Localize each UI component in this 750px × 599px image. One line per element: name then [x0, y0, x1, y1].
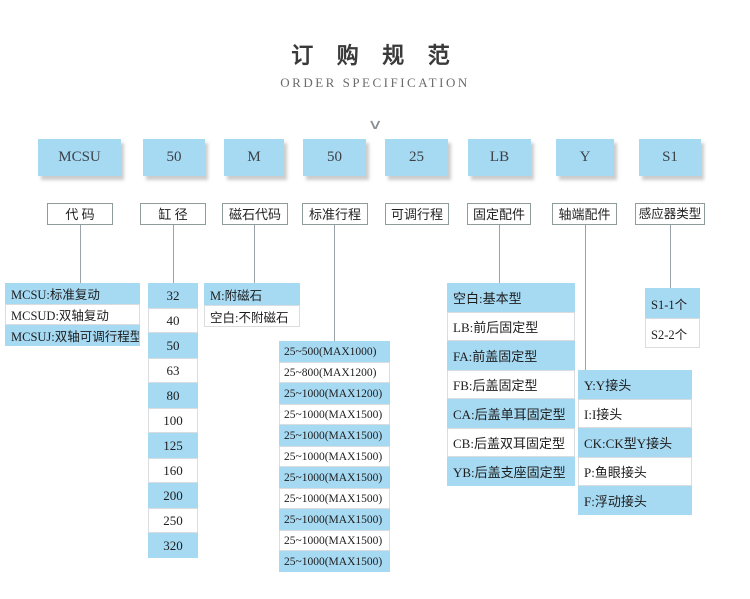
model-box-series: MCSU: [38, 139, 121, 176]
list-item: 32: [148, 283, 198, 308]
option-list-magnet: M:附磁石 空白:不附磁石: [204, 283, 300, 327]
list-item: 25~800(MAX1200): [279, 362, 390, 383]
list-item: F:浮动接头: [578, 486, 692, 515]
list-item: 320: [148, 533, 198, 558]
field-label-code: 代 码: [47, 203, 113, 225]
list-item: 125: [148, 433, 198, 458]
option-list-code: MCSU:标准复动 MCSUD:双轴复动 MCSUJ:双轴可调行程型: [5, 283, 140, 346]
model-box-shaft: Y: [556, 139, 614, 176]
list-item: 25~500(MAX1000): [279, 341, 390, 362]
list-item: 50: [148, 333, 198, 358]
field-label-magnet: 磁石代码: [222, 203, 288, 225]
list-item: Y:Y接头: [578, 370, 692, 399]
model-box-adjust: 25: [385, 139, 448, 176]
list-item: YB:后盖支座固定型: [447, 457, 575, 486]
list-item: MCSUJ:双轴可调行程型: [5, 325, 140, 346]
list-item: MCSU:标准复动: [5, 283, 140, 304]
field-label-stroke: 标准行程: [302, 203, 368, 225]
list-item: 80: [148, 383, 198, 408]
list-item: 25~1000(MAX1500): [279, 404, 390, 425]
connector-line: [585, 225, 586, 370]
connector-line: [254, 225, 255, 283]
page-title: 订 购 规 范: [291, 43, 459, 68]
chevron-wrap: ∨: [0, 100, 750, 134]
model-box-mount: LB: [468, 139, 531, 176]
connector-line: [499, 225, 500, 283]
list-item: LB:前后固定型: [447, 312, 575, 341]
model-box-stroke: 50: [303, 139, 366, 176]
field-label-bore: 缸 径: [140, 203, 206, 225]
field-label-sensor: 感应器类型: [635, 203, 705, 225]
page-header: 订 购 规 范 ORDER SPECIFICATION: [0, 38, 750, 91]
list-item: 25~1000(MAX1500): [279, 467, 390, 488]
option-list-sensor: S1-1个 S2-2个: [645, 288, 700, 348]
list-item: 25~1000(MAX1500): [279, 488, 390, 509]
list-item: 25~1000(MAX1200): [279, 383, 390, 404]
list-item: 63: [148, 358, 198, 383]
list-item: 25~1000(MAX1500): [279, 425, 390, 446]
list-item: FA:前盖固定型: [447, 341, 575, 370]
model-box-sensor: S1: [639, 139, 701, 176]
option-list-shaft: Y:Y接头 I:I接头 CK:CK型Y接头 P:鱼眼接头 F:浮动接头: [578, 370, 692, 515]
list-item: 40: [148, 308, 198, 333]
list-item: 25~1000(MAX1500): [279, 446, 390, 467]
list-item: 25~1000(MAX1500): [279, 551, 390, 572]
list-item: 空白:不附磁石: [204, 305, 300, 327]
list-item: 100: [148, 408, 198, 433]
list-item: S2-2个: [645, 318, 700, 348]
list-item: 25~1000(MAX1500): [279, 530, 390, 551]
list-item: MCSUD:双轴复动: [5, 304, 140, 325]
connector-line: [80, 225, 81, 283]
field-label-shaft: 轴端配件: [552, 203, 617, 225]
list-item: CK:CK型Y接头: [578, 428, 692, 457]
list-item: 200: [148, 483, 198, 508]
list-item: 160: [148, 458, 198, 483]
page-subtitle: ORDER SPECIFICATION: [280, 75, 470, 90]
connector-line: [173, 225, 174, 283]
connector-line: [334, 225, 335, 341]
option-list-mount: 空白:基本型 LB:前后固定型 FA:前盖固定型 FB:后盖固定型 CA:后盖单…: [447, 283, 575, 486]
field-label-adjust: 可调行程: [385, 203, 449, 225]
model-box-magnet: M: [224, 139, 284, 176]
option-list-bore: 32 40 50 63 80 100 125 160 200 250 320: [148, 283, 198, 558]
list-item: 空白:基本型: [447, 283, 575, 312]
list-item: FB:后盖固定型: [447, 370, 575, 399]
list-item: 25~1000(MAX1500): [279, 509, 390, 530]
list-item: CA:后盖单耳固定型: [447, 399, 575, 428]
list-item: 250: [148, 508, 198, 533]
field-label-mount: 固定配件: [467, 203, 531, 225]
list-item: CB:后盖双耳固定型: [447, 428, 575, 457]
chevron-down-icon: ∨: [367, 116, 383, 132]
list-item: S1-1个: [645, 288, 700, 318]
list-item: M:附磁石: [204, 283, 300, 305]
connector-line: [670, 225, 671, 288]
list-item: P:鱼眼接头: [578, 457, 692, 486]
list-item: I:I接头: [578, 399, 692, 428]
option-list-stroke: 25~500(MAX1000) 25~800(MAX1200) 25~1000(…: [279, 341, 390, 572]
model-box-bore: 50: [143, 139, 205, 176]
